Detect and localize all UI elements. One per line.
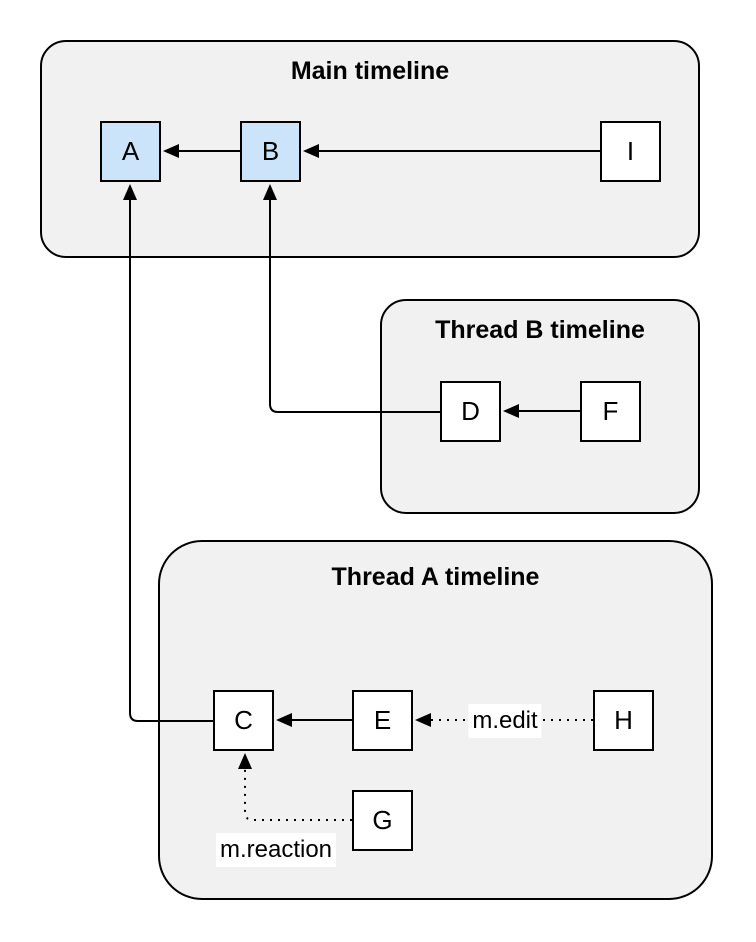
event-node-g: G (352, 790, 413, 851)
event-node-g-label: G (372, 805, 393, 835)
event-node-c: C (213, 690, 274, 751)
arrowhead-up-icon (238, 753, 252, 769)
arrowhead-left-icon (276, 713, 292, 727)
thread-b-timeline-container: Thread B timeline (380, 299, 700, 514)
edge-g-to-c (238, 753, 352, 821)
edge-e-to-c (276, 713, 352, 727)
arrowhead-up-icon (263, 184, 277, 200)
event-node-e-label: E (373, 705, 392, 735)
edge-f-to-d (503, 404, 580, 418)
event-node-d: D (440, 381, 501, 442)
event-node-i: I (600, 121, 661, 182)
event-node-c-label: C (234, 705, 253, 735)
event-node-i-label: I (626, 136, 635, 166)
edge-i-to-b (303, 144, 600, 158)
arrowhead-left-icon (503, 404, 519, 418)
event-node-e: E (352, 690, 413, 751)
edge-d-to-b (263, 184, 440, 413)
event-node-d-label: D (461, 396, 480, 426)
arrowhead-left-icon (303, 144, 319, 158)
edge-b-to-a (163, 144, 240, 158)
edge-c-to-a (123, 184, 213, 722)
main-timeline-title: Main timeline (290, 57, 450, 85)
edge-label-m-reaction: m.reaction (215, 833, 337, 867)
event-node-b-label: B (261, 136, 280, 166)
event-node-b: B (240, 121, 301, 182)
thread-a-timeline-title: Thread A timeline (331, 563, 540, 591)
edge-label-m-edit: m.edit (468, 704, 542, 738)
arrowhead-up-icon (123, 184, 137, 200)
event-node-f-label: F (602, 396, 619, 426)
thread-b-timeline-title: Thread B timeline (435, 316, 645, 344)
event-node-a-label: A (121, 136, 140, 166)
event-node-a: A (100, 121, 161, 182)
event-node-h: H (593, 690, 654, 751)
event-node-h-label: H (614, 705, 633, 735)
event-node-f: F (580, 381, 641, 442)
arrowhead-left-icon (415, 713, 431, 727)
arrowhead-left-icon (163, 144, 179, 158)
